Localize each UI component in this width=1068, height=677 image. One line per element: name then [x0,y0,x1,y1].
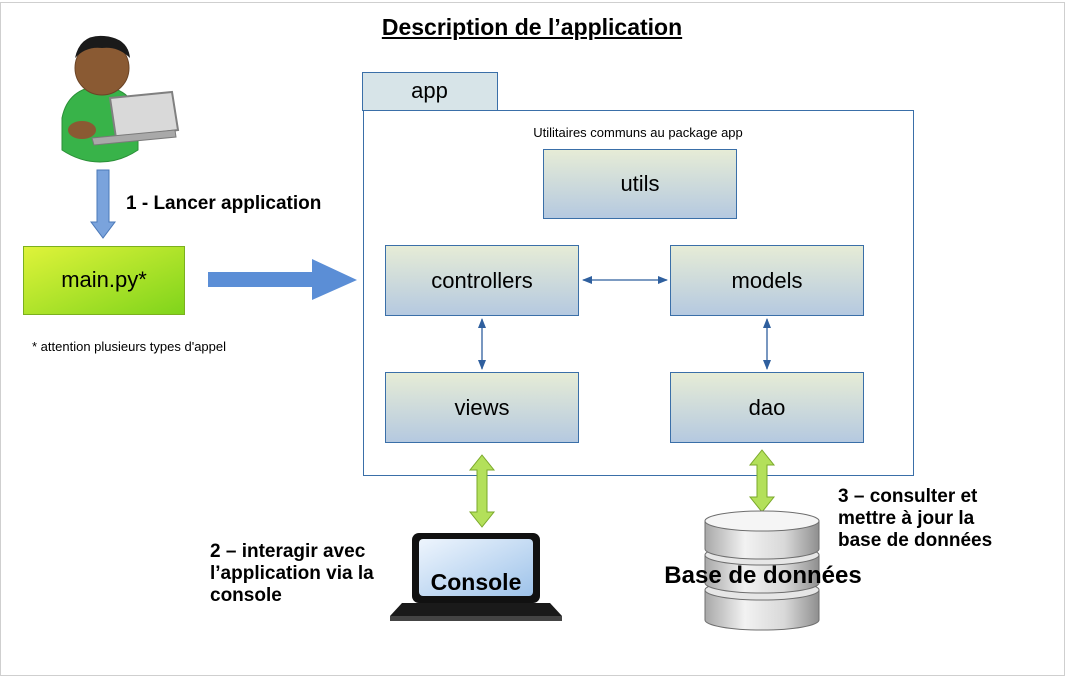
user-with-laptop-icon [61,35,180,163]
step-consult-line-2: mettre à jour la [838,508,975,529]
step-interact-line-3: console [210,585,282,606]
console-label: Console [430,569,522,595]
step-interact-line-1: 2 – interagir avec [210,541,366,562]
laptop-icon [390,533,562,621]
launch-arrow [90,169,116,239]
utils-module: utils [543,149,737,219]
dao-module: dao [670,372,864,443]
main-box-bg [23,246,185,315]
step-launch-label: 1 - Lancer application [126,193,322,214]
main-to-app-arrow [208,259,357,300]
package-note: Utilitaires communs au package app [533,125,743,140]
main-file-label: main.py* [61,267,147,292]
step-consult-label: 3 – consulter et mettre à jour la base d… [838,486,992,552]
step-consult-line-1: 3 – consulter et [838,486,978,507]
controllers-module: controllers [385,245,579,316]
package-tab [362,72,498,111]
step-interact-line-2: l’application via la [210,563,374,584]
step-consult-line-3: base de données [838,530,993,551]
database-icon [704,510,820,631]
views-console-arrow [468,454,496,528]
step-interact-label: 2 – interagir avec l’application via la … [210,541,374,607]
views-module: views [385,372,579,443]
database-label: Base de données [664,562,862,589]
diagram-title: Description de l’application [381,14,683,40]
main-footnote: * attention plusieurs types d'appel [32,339,226,354]
package-tab-label: app [411,78,448,103]
models-module: models [670,245,864,316]
